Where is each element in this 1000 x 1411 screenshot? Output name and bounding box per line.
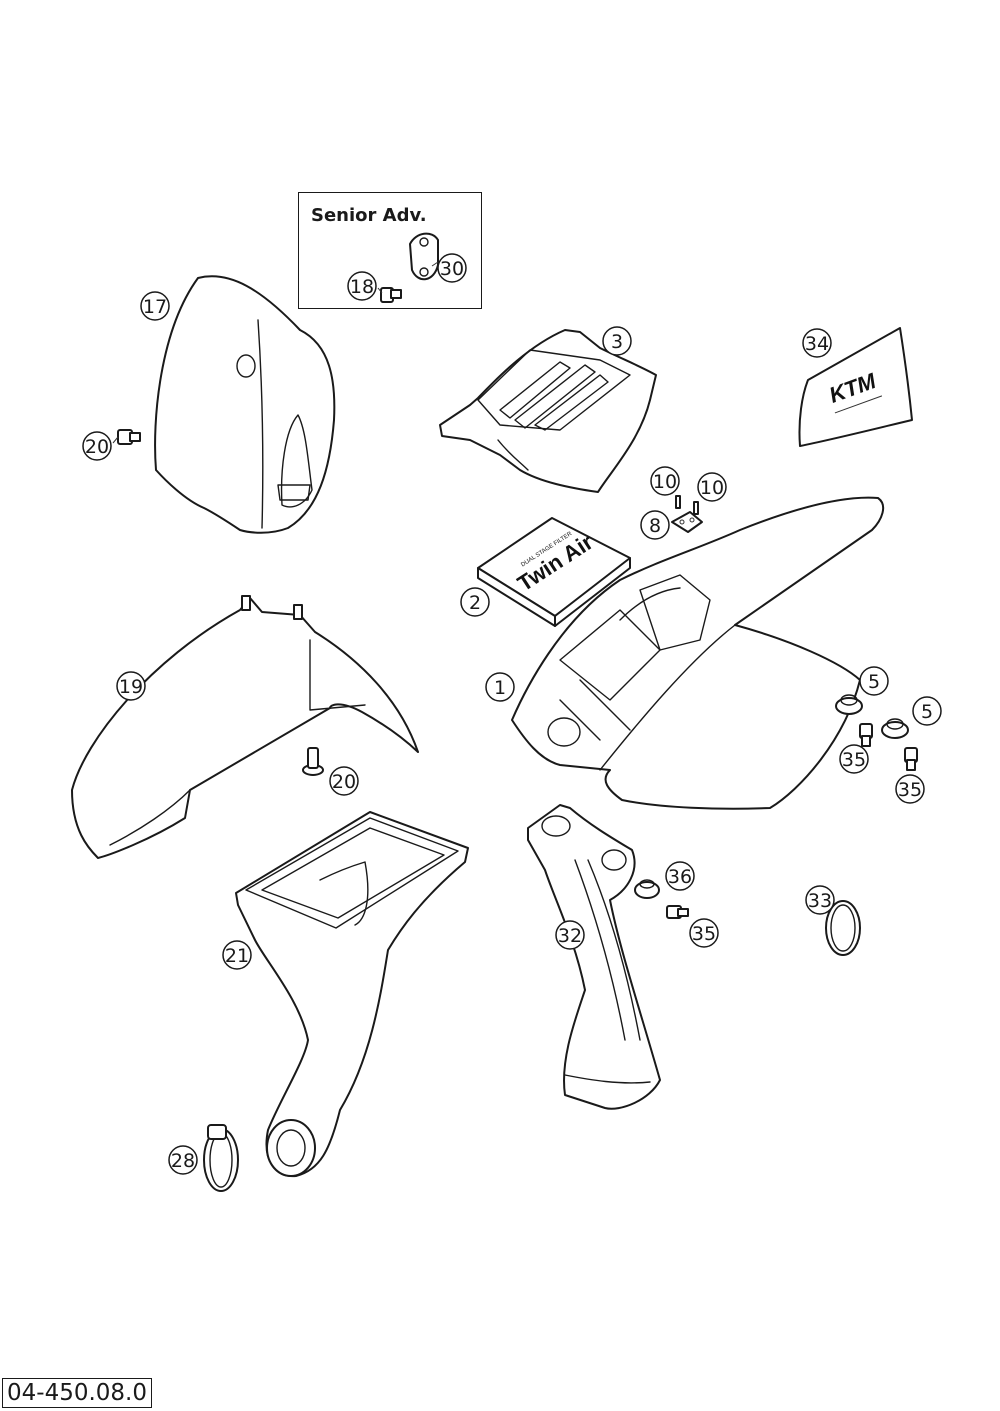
callout-number: 20	[332, 771, 356, 793]
callout-circle	[168, 1145, 198, 1175]
leader-lines	[112, 261, 439, 444]
callout-35: 35	[839, 744, 869, 774]
screw-20-lower-part	[302, 747, 324, 776]
callout-circle	[222, 940, 252, 970]
callout-19: 19	[116, 671, 146, 701]
callout-10: 10	[697, 472, 727, 502]
callout-circle	[802, 328, 832, 358]
callout-circle	[640, 510, 670, 540]
callout-number: 30	[440, 258, 464, 280]
variant-label: Senior Adv.	[311, 205, 427, 226]
callout-number: 35	[898, 779, 922, 801]
callout-20: 20	[329, 766, 359, 796]
callout-number: 5	[921, 701, 933, 723]
callout-8: 8	[640, 510, 670, 540]
callout-circle	[437, 253, 467, 283]
rear-fender-airbox-part	[511, 496, 885, 810]
callout-18: 18	[347, 271, 377, 301]
callout-number: 17	[143, 296, 167, 318]
callout-number: 3	[611, 331, 623, 353]
callout-10: 10	[650, 466, 680, 496]
front-number-plate-part	[154, 275, 336, 534]
callout-circle	[555, 920, 585, 950]
callout-number: 28	[171, 1150, 195, 1172]
front-fender-part	[71, 595, 419, 859]
callout-circle	[82, 431, 112, 461]
callout-5: 5	[912, 696, 942, 726]
callout-number: 19	[119, 676, 143, 698]
callout-circle	[895, 774, 925, 804]
callout-number: 2	[469, 592, 481, 614]
callout-32: 32	[555, 920, 585, 950]
callout-number: 8	[649, 515, 661, 537]
callout-3: 3	[602, 326, 632, 356]
callout-34: 34	[802, 328, 832, 358]
callout-36: 36	[665, 861, 695, 891]
screw-35-upper-part	[859, 723, 873, 747]
airbox-cover-part	[439, 329, 657, 493]
screw-35-middle-part	[666, 905, 689, 919]
callout-number: 36	[668, 866, 692, 888]
pin-10-parts	[675, 495, 699, 515]
callout-circle	[140, 291, 170, 321]
callout-circle	[689, 918, 719, 948]
callout-number: 35	[692, 923, 716, 945]
callout-number: 21	[225, 945, 249, 967]
callout-circle	[839, 744, 869, 774]
callout-circle	[650, 466, 680, 496]
callout-28: 28	[168, 1145, 198, 1175]
callout-21: 21	[222, 940, 252, 970]
callout-circle	[805, 885, 835, 915]
callout-number: 33	[808, 890, 832, 912]
callout-circle	[665, 861, 695, 891]
variant-box: Senior Adv.	[298, 192, 482, 309]
screw-18-part	[380, 287, 402, 303]
callout-circle	[697, 472, 727, 502]
callout-number: 34	[805, 333, 829, 355]
air-filter-part: Twin Air DUAL STAGE FILTER	[477, 517, 631, 627]
callout-number: 32	[558, 925, 582, 947]
callout-number: 1	[494, 677, 506, 699]
callout-circle	[347, 271, 377, 301]
air-intake-boot-part	[235, 811, 469, 1178]
screw-35-lower-part	[904, 747, 918, 771]
callout-35: 35	[689, 918, 719, 948]
callout-2: 2	[460, 587, 490, 617]
callout-33: 33	[805, 885, 835, 915]
callout-circle	[912, 696, 942, 726]
air-duct-part	[527, 804, 661, 1110]
callout-number: 10	[653, 471, 677, 493]
callout-5: 5	[859, 666, 889, 696]
callout-circle	[485, 672, 515, 702]
grommet-5-upper-part	[835, 694, 863, 715]
callout-17: 17	[140, 291, 170, 321]
callout-circle	[859, 666, 889, 696]
callout-number: 10	[700, 477, 724, 499]
callout-circle	[329, 766, 359, 796]
callout-circle	[602, 326, 632, 356]
callout-1: 1	[485, 672, 515, 702]
callout-20: 20	[82, 431, 112, 461]
drawing-number: 04-450.08.0	[2, 1378, 152, 1408]
callout-circle	[116, 671, 146, 701]
callout-30: 30	[437, 253, 467, 283]
hose-clamp-28-part	[203, 1124, 239, 1192]
ktm-decal-part: KTM	[798, 327, 913, 447]
callout-circle	[460, 587, 490, 617]
bracket-8-part	[671, 511, 703, 533]
callout-number: 20	[85, 436, 109, 458]
grommet-5-lower-part	[881, 718, 909, 739]
callout-number: 18	[350, 276, 374, 298]
callout-35: 35	[895, 774, 925, 804]
strap-clamp-33-part	[825, 900, 861, 956]
callout-number: 5	[868, 671, 880, 693]
screw-20-upper-part	[117, 429, 141, 445]
callout-number: 35	[842, 749, 866, 771]
grommet-36-part	[634, 879, 660, 899]
